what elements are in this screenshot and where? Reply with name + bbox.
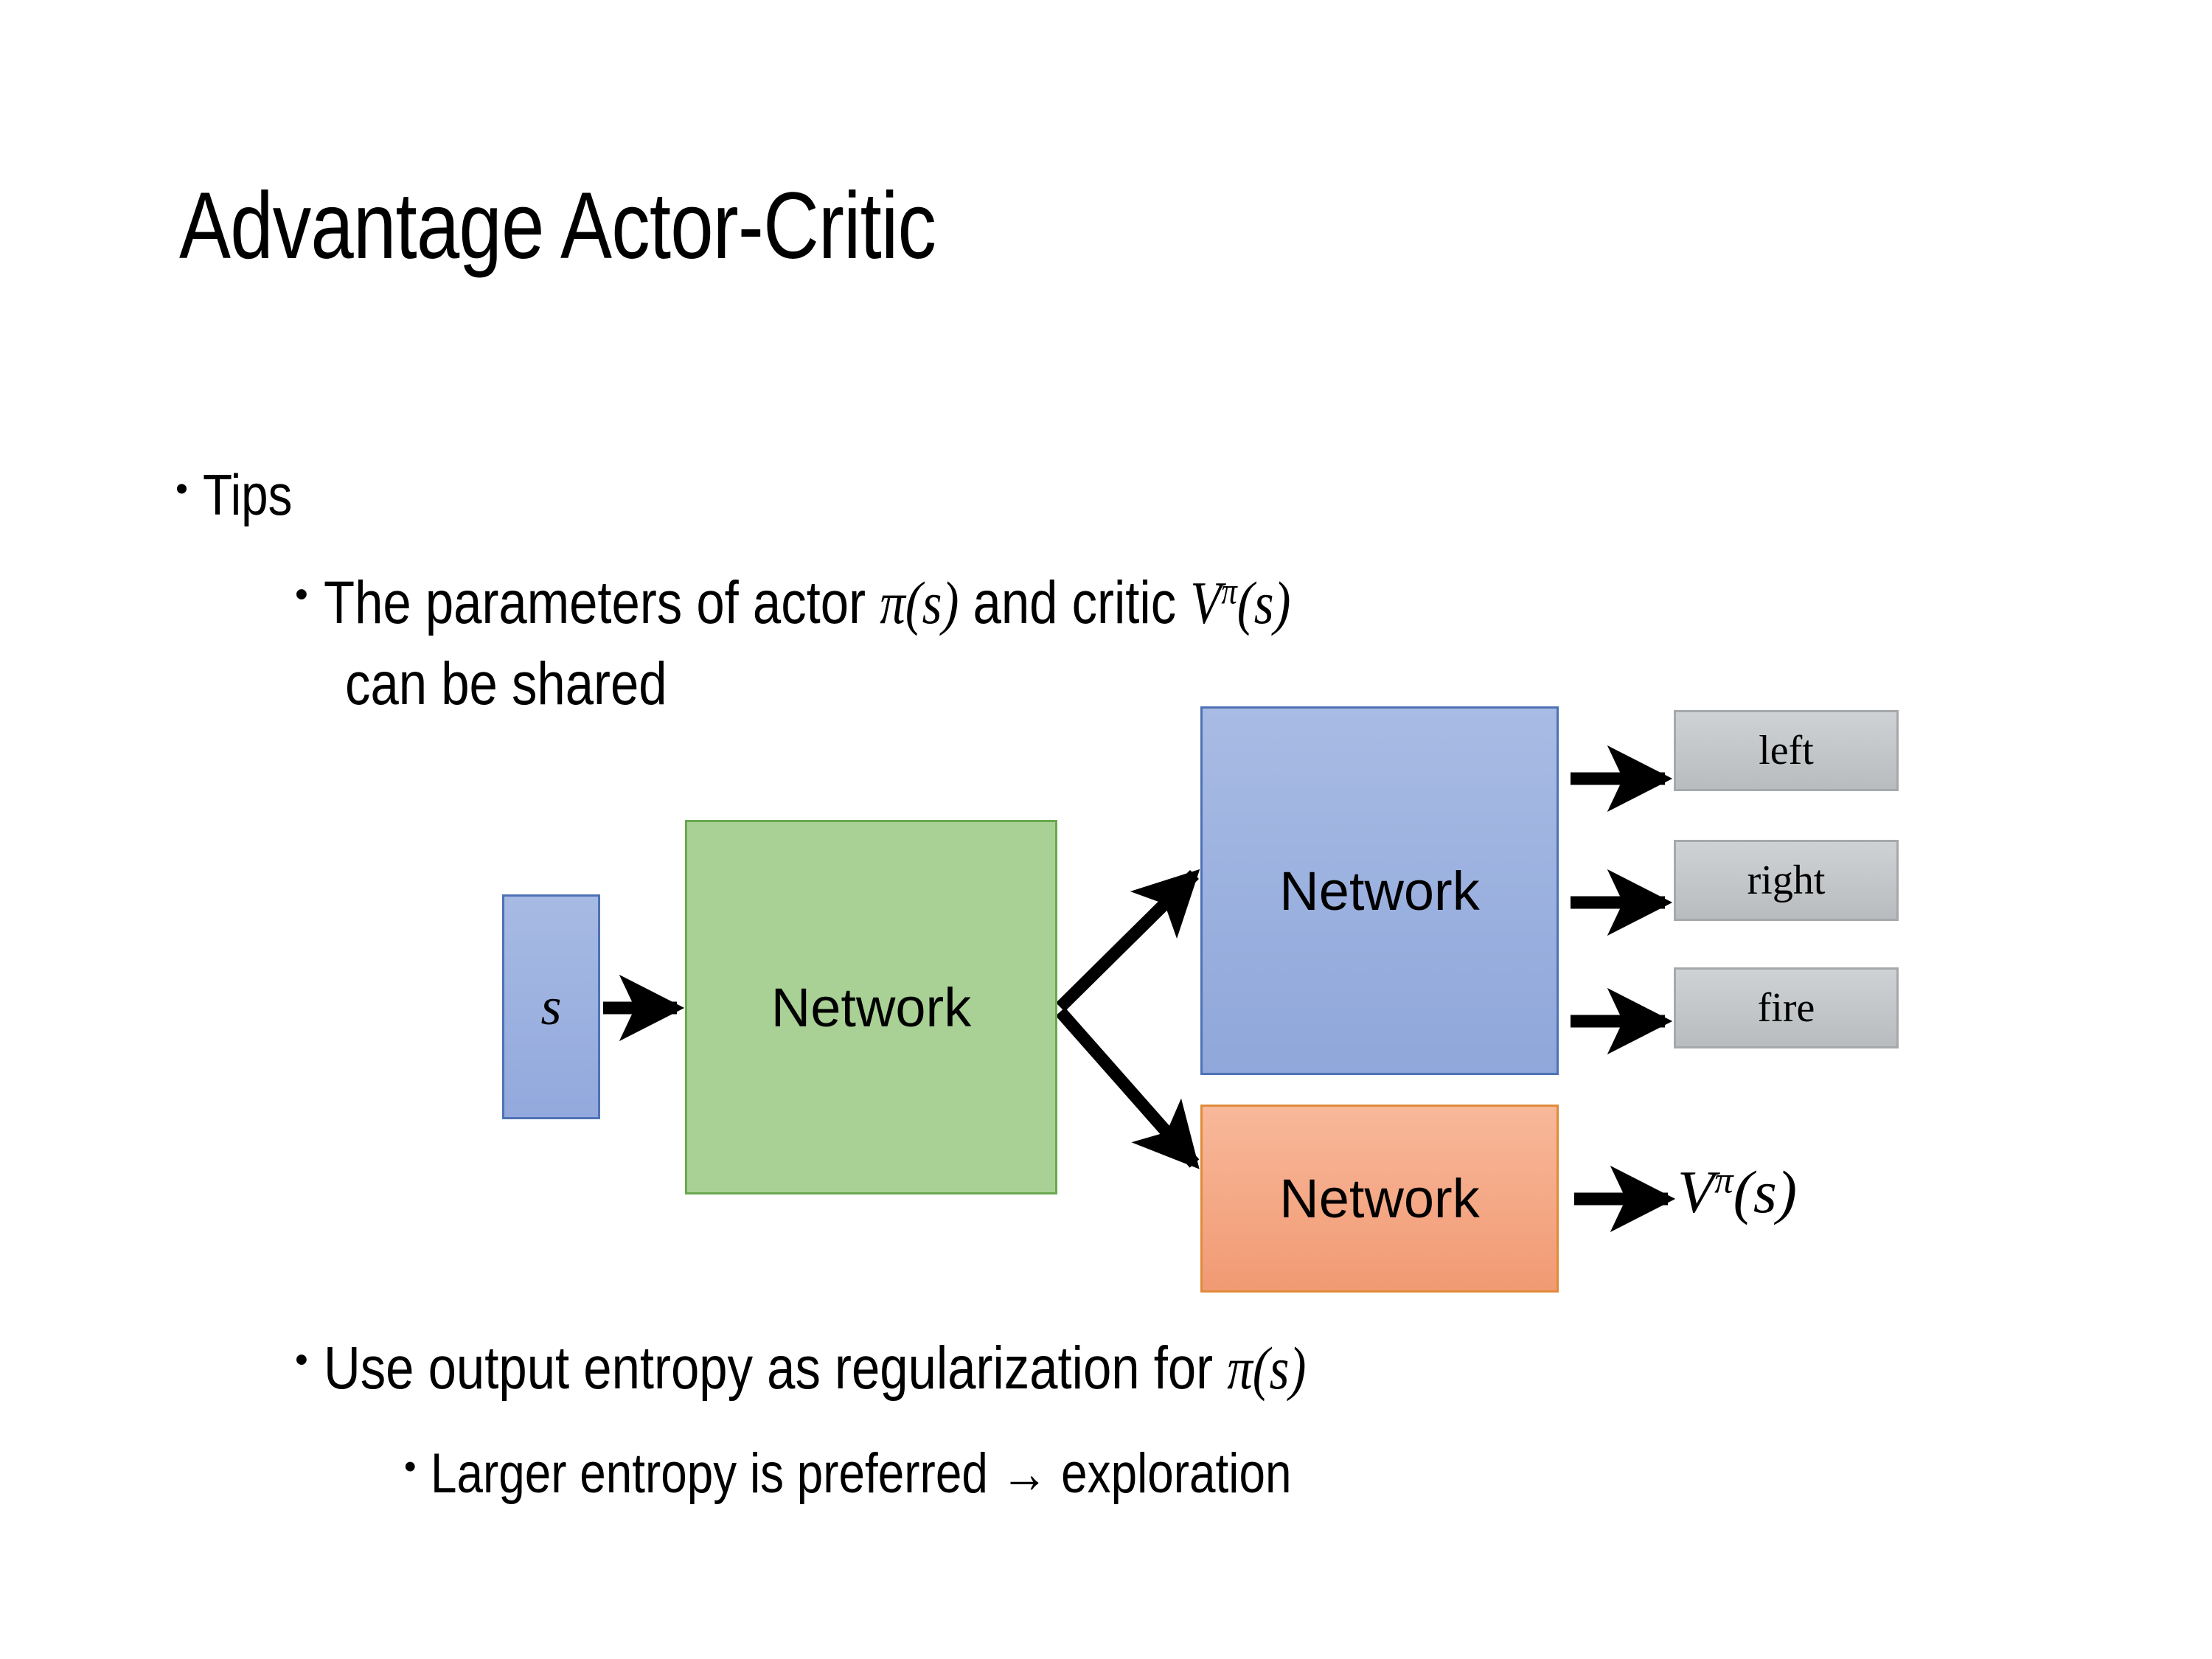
bullet-shared-params: • The parameters of actor π(s) and criti… [295, 568, 1475, 638]
node-shared-network: Network [685, 820, 1057, 1194]
symbol-s: s [922, 569, 942, 636]
symbol-v: V [1677, 1158, 1715, 1225]
action-box-fire: fire [1674, 967, 1899, 1048]
bullet-larger-entropy-label: Larger entropy is preferred → exploratio… [431, 1442, 1292, 1505]
action-label-fire: fire [1757, 985, 1815, 1031]
bullet-dot-icon: • [175, 468, 188, 509]
node-actor-network-label: Network [1279, 860, 1480, 922]
paren-close: ) [1776, 1158, 1798, 1225]
bullet-dot-icon: • [404, 1447, 417, 1486]
symbol-pi-superscript: π [1221, 570, 1237, 612]
bullet-can-be-shared-label: can be shared [345, 650, 667, 717]
symbol-s: s [1269, 1335, 1290, 1402]
node-actor-network: Network [1200, 706, 1559, 1075]
node-state-input: s [502, 894, 600, 1119]
node-shared-network-label: Network [771, 976, 972, 1038]
bullet-entropy-text: Use output entropy as regularization for… [324, 1333, 1306, 1403]
action-box-left: left [1674, 710, 1899, 791]
bullet-shared-params-continuation: can be shared [345, 649, 728, 719]
node-critic-network: Network [1200, 1105, 1559, 1293]
symbol-pi-superscript: π [1714, 1159, 1733, 1201]
paren-open: ( [1237, 569, 1254, 636]
symbol-s: s [1753, 1158, 1777, 1225]
symbol-v: V [1190, 569, 1222, 636]
action-label-left: left [1759, 728, 1814, 773]
action-box-right: right [1674, 840, 1899, 921]
bullet-tips-label: Tips [203, 462, 293, 527]
bullet-dot-icon: • [295, 573, 308, 616]
text-and-critic: and critic [959, 569, 1191, 636]
bullet-larger-entropy: • Larger entropy is preferred → explorat… [404, 1441, 1455, 1506]
arrow-shared-to-actor [1056, 869, 1200, 1012]
bullet-shared-params-text: The parameters of actor π(s) and critic … [324, 568, 1290, 638]
bullet-dot-icon: • [295, 1338, 308, 1381]
node-state-label: s [540, 977, 562, 1036]
bullet-entropy-regularization: • Use output entropy as regularization f… [295, 1333, 1493, 1403]
critic-output-value: Vπ(s) [1677, 1158, 1797, 1227]
page-title: Advantage Actor-Critic [179, 173, 936, 279]
node-critic-network-label: Network [1279, 1168, 1480, 1229]
paren-open: ( [1252, 1335, 1270, 1402]
text-the-parameters-of-actor: The parameters of actor [324, 569, 880, 636]
symbol-pi: π [1227, 1335, 1253, 1402]
paren-close: ) [1273, 569, 1291, 636]
symbol-s: s [1253, 569, 1274, 636]
text-use-output-entropy: Use output entropy as regularization for [324, 1335, 1228, 1402]
symbol-pi: π [880, 569, 905, 636]
action-label-right: right [1747, 858, 1826, 903]
paren-open: ( [1733, 1158, 1753, 1225]
paren-open: ( [905, 569, 922, 636]
arrow-shared-to-critic [1055, 1007, 1200, 1169]
bullet-tips: • Tips [175, 462, 310, 527]
paren-close: ) [942, 569, 959, 636]
paren-close: ) [1289, 1335, 1307, 1402]
